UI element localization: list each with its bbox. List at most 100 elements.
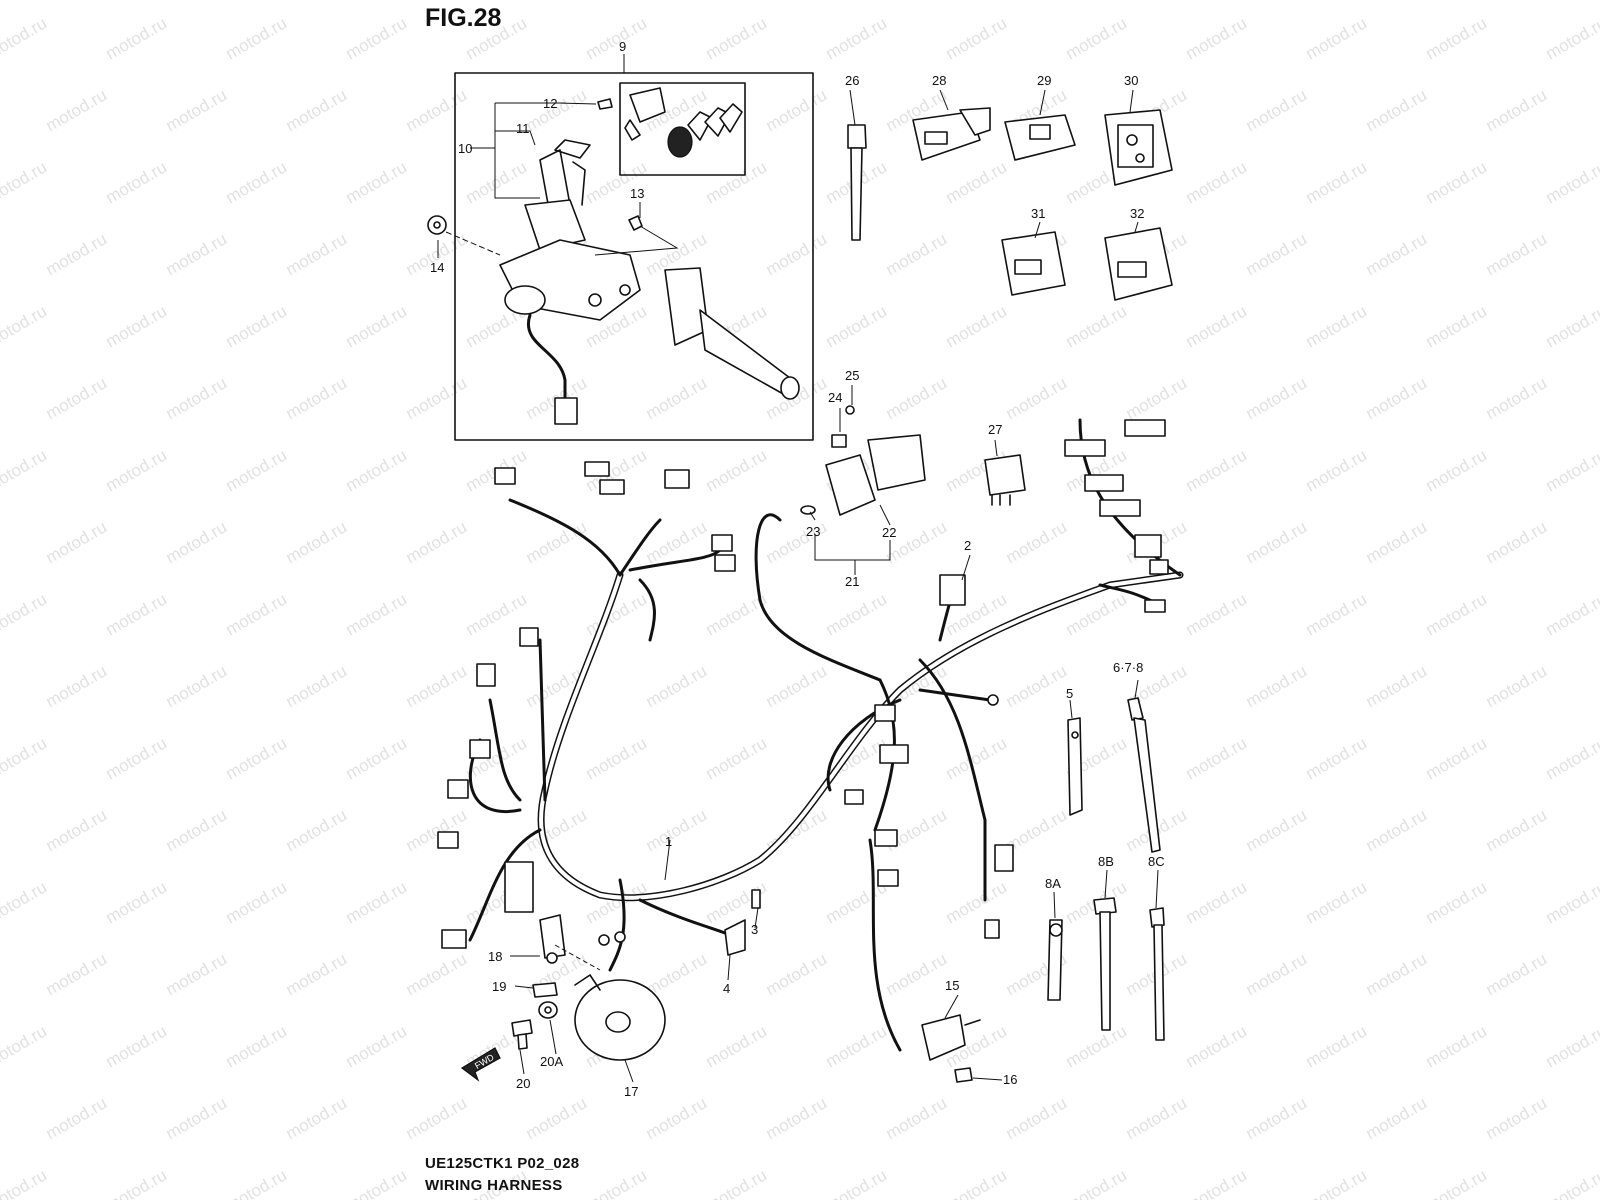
watermark-text: motod.ru [343, 1165, 411, 1200]
tie-8B[interactable] [1093, 897, 1117, 1031]
switch-29[interactable] [1004, 114, 1076, 161]
watermark-text: motod.ru [583, 733, 651, 783]
watermark-text: motod.ru [0, 13, 50, 63]
fuse-3 [751, 889, 761, 909]
watermark-text: motod.ru [1543, 1021, 1600, 1071]
callout-25: 25 [845, 368, 859, 383]
watermark-text: motod.ru [1243, 229, 1311, 279]
clamp-8A[interactable] [1047, 919, 1063, 1001]
switch-31[interactable] [1001, 231, 1066, 296]
watermark-text: motod.ru [1123, 1093, 1191, 1143]
switch-32[interactable] [1104, 227, 1173, 301]
relay-27[interactable] [984, 454, 1026, 506]
watermark-text: motod.ru [943, 1165, 1011, 1200]
watermark-text: motod.ru [1483, 1093, 1551, 1143]
watermark-text: motod.ru [163, 373, 231, 423]
callout-10: 10 [458, 141, 472, 156]
watermark-text: motod.ru [463, 13, 531, 63]
watermark-text: motod.ru [1543, 1165, 1600, 1200]
side-stand-switch[interactable] [800, 405, 926, 516]
ignition-switch-assembly[interactable] [427, 72, 814, 441]
watermark-text: motod.ru [1183, 157, 1251, 207]
watermark-text: motod.ru [1303, 13, 1371, 63]
switch-15[interactable] [921, 1014, 981, 1061]
callout-23: 23 [806, 524, 820, 539]
watermark-text: motod.ru [1543, 877, 1600, 927]
watermark-text: motod.ru [1363, 949, 1431, 999]
watermark-text: motod.ru [103, 445, 171, 495]
callout-leaders [437, 54, 1159, 1083]
callout-22: 22 [882, 525, 896, 540]
watermark-text: motod.ru [583, 877, 651, 927]
watermark-text: motod.ru [103, 589, 171, 639]
watermark-text: motod.ru [1243, 949, 1311, 999]
clamp-5[interactable] [1067, 717, 1083, 816]
watermark-text: motod.ru [1243, 661, 1311, 711]
watermark-text: motod.ru [0, 445, 50, 495]
watermark-text: motod.ru [43, 661, 111, 711]
watermark-text: motod.ru [1363, 373, 1431, 423]
watermark-text: motod.ru [343, 445, 411, 495]
tie-8C[interactable] [1149, 907, 1165, 1041]
watermark-text: motod.ru [703, 733, 771, 783]
bolt-20 [511, 1019, 533, 1050]
callout-18: 18 [488, 949, 502, 964]
switch-30[interactable] [1104, 109, 1173, 186]
watermark-text: motod.ru [43, 805, 111, 855]
watermark-text: motod.ru [343, 877, 411, 927]
watermark-text: motod.ru [1543, 589, 1600, 639]
figure-title: FIG.28 [425, 4, 502, 32]
watermark-text: motod.ru [883, 949, 951, 999]
watermark-text: motod.ru [403, 949, 471, 999]
watermark-text: motod.ru [103, 733, 171, 783]
callout-2: 2 [964, 538, 971, 553]
callout-3: 3 [751, 922, 758, 937]
tie-6-7-8[interactable] [1127, 697, 1161, 853]
watermark-text: motod.ru [403, 805, 471, 855]
screw-12 [597, 98, 613, 110]
key-26[interactable] [847, 124, 867, 241]
watermark-text: motod.ru [223, 1165, 291, 1200]
watermark-text: motod.ru [1303, 733, 1371, 783]
watermark-text: motod.ru [43, 517, 111, 567]
watermark-text: motod.ru [283, 949, 351, 999]
callout-labels: 9 12 11 10 13 14 26 28 29 30 31 32 25 24… [430, 39, 1165, 1099]
key-set [624, 87, 743, 158]
callout-678: 6·7·8 [1113, 660, 1143, 675]
callout-26: 26 [845, 73, 859, 88]
diagram-code: UE125CTK1 P02_028 [425, 1155, 580, 1172]
watermark-text: motod.ru [0, 589, 50, 639]
watermark-text: motod.ru [643, 1093, 711, 1143]
watermark-text: motod.ru [343, 1021, 411, 1071]
watermark-text: motod.ru [43, 85, 111, 135]
switch-28[interactable] [912, 107, 991, 161]
watermark-text: motod.ru [703, 157, 771, 207]
watermark-text: motod.ru [223, 13, 291, 63]
washer-20A [538, 1001, 558, 1019]
clip-23 [800, 505, 816, 515]
watermark-text: motod.ru [283, 517, 351, 567]
callout-8A: 8A [1045, 876, 1061, 891]
watermark-text: motod.ru [1303, 301, 1371, 351]
watermark-text: motod.ru [1183, 301, 1251, 351]
callout-5: 5 [1066, 686, 1073, 701]
horn-17[interactable] [574, 931, 666, 1061]
washer-14 [427, 215, 447, 235]
watermark-text: motod.ru [163, 949, 231, 999]
callout-31: 31 [1031, 206, 1045, 221]
watermark-text: motod.ru [1303, 589, 1371, 639]
callout-20: 20 [516, 1076, 530, 1091]
watermark-text: motod.ru [943, 157, 1011, 207]
watermark-text: motod.ru [1303, 877, 1371, 927]
watermark-text: motod.ru [1423, 157, 1491, 207]
harness-connectors [437, 419, 1169, 956]
watermark-text: motod.ru [1483, 229, 1551, 279]
watermark-text: motod.ru [163, 805, 231, 855]
watermark-text: motod.ru [43, 949, 111, 999]
watermark-text: motod.ru [643, 517, 711, 567]
callout-29: 29 [1037, 73, 1051, 88]
callout-19: 19 [492, 979, 506, 994]
watermark-text: motod.ru [523, 805, 591, 855]
watermark-text: motod.ru [163, 661, 231, 711]
